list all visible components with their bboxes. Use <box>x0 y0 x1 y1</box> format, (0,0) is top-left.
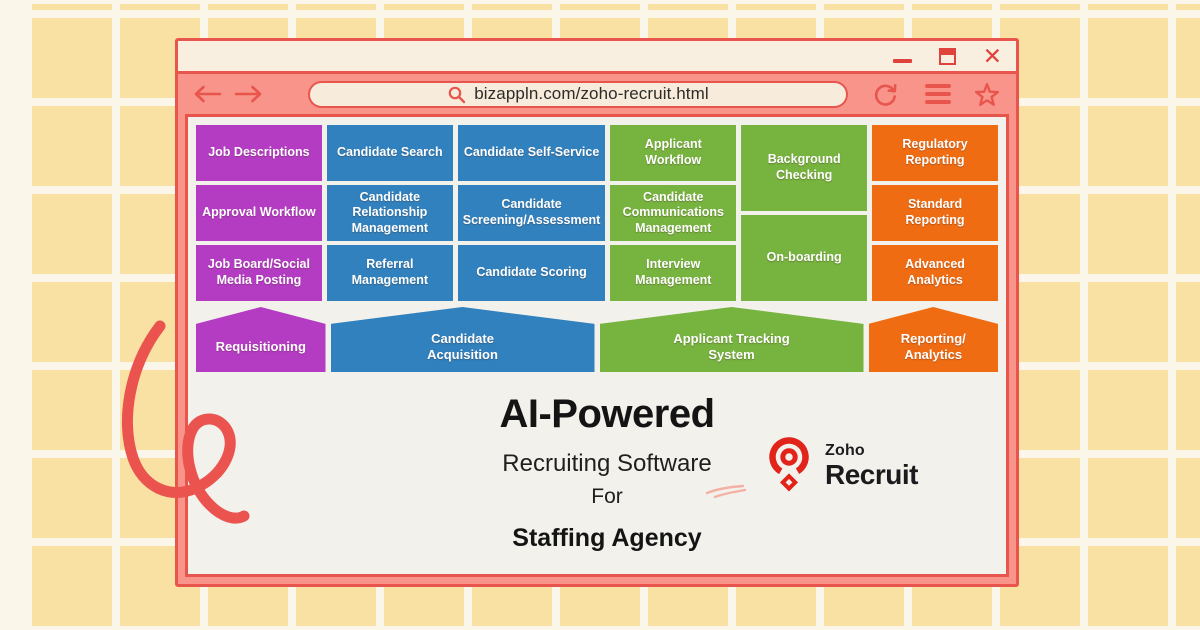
close-icon: ✕ <box>982 42 1002 69</box>
address-bar[interactable]: bizappln.com/zoho-recruit.html <box>308 80 848 108</box>
feature-box: Regulatory Reporting <box>872 125 998 181</box>
maximize-button[interactable] <box>938 47 956 65</box>
bookmark-star-button[interactable] <box>973 81 1001 108</box>
minimize-icon <box>892 59 912 63</box>
headline-block: AI-Powered Recruiting Software For Staff… <box>499 392 715 553</box>
feature-box: Interview Management <box>610 245 737 301</box>
feature-box: Candidate Self-Service <box>457 125 606 181</box>
background-grid-strip <box>0 0 25 630</box>
headline-audience: Staffing Agency <box>512 524 702 552</box>
feature-grid: Job Descriptions Approval Workflow Job B… <box>196 125 998 301</box>
feature-box: Candidate Communications Management <box>610 185 737 241</box>
feature-box: Approval Workflow <box>196 185 322 241</box>
minimize-button[interactable] <box>892 49 912 63</box>
title-bar: ✕ <box>178 41 1016 74</box>
logo-wordmark: Zoho Recruit <box>825 443 918 489</box>
category-banner: Applicant Tracking System <box>599 307 864 372</box>
feature-box: Candidate Relationship Management <box>326 185 453 241</box>
close-button[interactable]: ✕ <box>982 42 1002 69</box>
feature-box: Job Descriptions <box>196 125 322 181</box>
headline-connector: For <box>591 485 623 508</box>
category-banner: Candidate Acquisition <box>330 307 595 372</box>
feature-box: Job Board/Social Media Posting <box>196 245 322 301</box>
menu-button[interactable] <box>925 84 951 104</box>
back-button[interactable] <box>192 84 222 104</box>
red-scribble-doodle <box>121 320 250 524</box>
url-text: bizappln.com/zoho-recruit.html <box>474 84 709 103</box>
feature-box: Background Checking <box>741 125 868 211</box>
headline-title: AI-Powered <box>499 392 715 436</box>
hero-section: AI-Powered Recruiting Software For Staff… <box>196 372 998 572</box>
category-banner: Requisitioning <box>196 307 326 372</box>
refresh-button[interactable] <box>872 81 899 108</box>
zoho-recruit-icon <box>769 437 809 492</box>
feature-box: Applicant Workflow <box>610 125 737 181</box>
headline-subtitle: Recruiting Software <box>502 450 712 477</box>
feature-box: Advanced Analytics <box>872 245 998 301</box>
feature-box: Candidate Search <box>326 125 453 181</box>
logo-product-text: Recruit <box>825 459 918 490</box>
category-banner-row: Requisitioning Candidate Acquisition App… <box>196 307 998 372</box>
logo-brand-text: Zoho <box>825 442 865 459</box>
browser-toolbar: bizappln.com/zoho-recruit.html <box>178 74 1016 114</box>
pink-arrow-doodle <box>705 484 747 499</box>
feature-box: Standard Reporting <box>872 185 998 241</box>
search-icon <box>448 86 466 103</box>
web-page-content: Job Descriptions Approval Workflow Job B… <box>185 114 1009 577</box>
zoho-recruit-logo: Zoho Recruit <box>762 434 918 498</box>
feature-box: Candidate Screening/Assessment <box>457 185 606 241</box>
category-banner: Reporting/ Analytics <box>868 307 998 372</box>
feature-box: On-boarding <box>741 215 868 301</box>
feature-box: Candidate Scoring <box>457 245 606 301</box>
maximize-icon <box>938 47 956 65</box>
browser-window: ✕ bizappln.com/zoho-recruit.html Job <box>175 38 1019 587</box>
feature-box: Referral Management <box>326 245 453 301</box>
forward-button[interactable] <box>234 84 264 104</box>
